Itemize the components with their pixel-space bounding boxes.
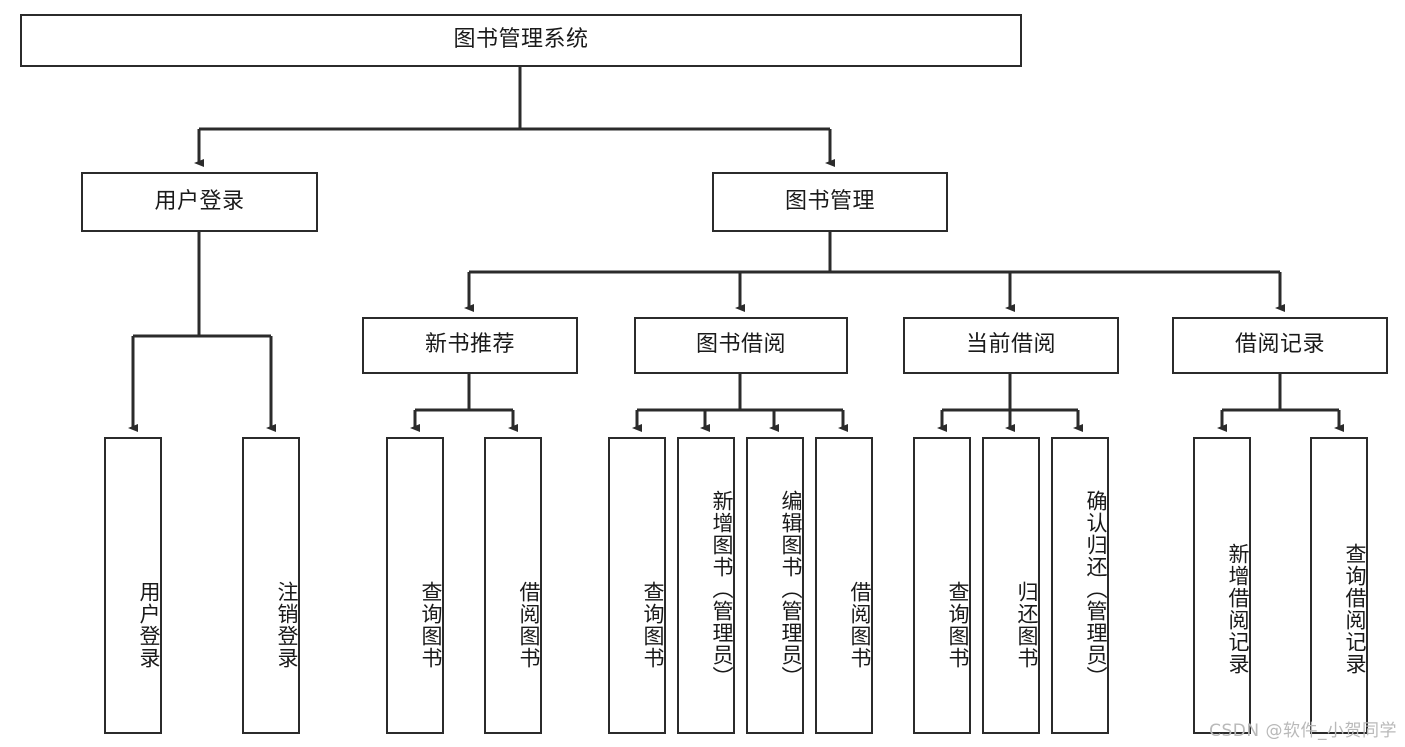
leaf-query-books-borrow[interactable]: 查询图书 — [608, 437, 666, 734]
leaf-add-borrow-record-label: 新增借阅记录 — [1226, 542, 1250, 675]
leaf-query-books-current[interactable]: 查询图书 — [913, 437, 971, 734]
node-root-label: 图书管理系统 — [453, 27, 589, 53]
leaf-query-books-borrow-label: 查询图书 — [641, 580, 665, 669]
leaf-logout[interactable]: 注销登录 — [242, 437, 300, 734]
leaf-query-borrow-record[interactable]: 查询借阅记录 — [1310, 437, 1368, 734]
leaf-add-borrow-record[interactable]: 新增借阅记录 — [1193, 437, 1251, 734]
node-book-borrow-label: 图书借阅 — [695, 332, 786, 358]
leaf-user-login[interactable]: 用户登录 — [104, 437, 162, 734]
leaf-edit-book-admin-label: 编辑图书（管理员） — [779, 489, 803, 688]
node-user-login[interactable]: 用户登录 — [81, 172, 318, 232]
leaf-borrow-books-borrow[interactable]: 借阅图书 — [815, 437, 873, 734]
watermark-text: CSDN @软件_小贺同学 — [1209, 721, 1397, 741]
node-user-login-label: 用户登录 — [154, 188, 245, 214]
leaf-edit-book-admin[interactable]: 编辑图书（管理员） — [746, 437, 804, 734]
leaf-borrow-books-recommend[interactable]: 借阅图书 — [484, 437, 542, 734]
leaf-confirm-return-admin-label: 确认归还（管理员） — [1084, 489, 1108, 688]
node-book-borrow[interactable]: 图书借阅 — [634, 317, 848, 374]
node-book-management[interactable]: 图书管理 — [712, 172, 948, 232]
node-new-book-recommend-label: 新书推荐 — [424, 332, 515, 358]
node-borrow-record-label: 借阅记录 — [1234, 332, 1325, 358]
leaf-user-login-label: 用户登录 — [137, 580, 161, 669]
leaf-return-books-label: 归还图书 — [1015, 580, 1039, 669]
node-current-borrow-label: 当前借阅 — [965, 332, 1056, 358]
node-book-management-label: 图书管理 — [784, 188, 875, 214]
leaf-add-book-admin[interactable]: 新增图书（管理员） — [677, 437, 735, 734]
leaf-borrow-books-borrow-label: 借阅图书 — [848, 580, 872, 669]
leaf-query-books-recommend[interactable]: 查询图书 — [386, 437, 444, 734]
node-current-borrow[interactable]: 当前借阅 — [903, 317, 1119, 374]
leaf-add-book-admin-label: 新增图书（管理员） — [710, 489, 734, 688]
leaf-return-books[interactable]: 归还图书 — [982, 437, 1040, 734]
node-root[interactable]: 图书管理系统 — [20, 14, 1022, 67]
leaf-query-books-current-label: 查询图书 — [946, 580, 970, 669]
leaf-confirm-return-admin[interactable]: 确认归还（管理员） — [1051, 437, 1109, 734]
leaf-borrow-books-recommend-label: 借阅图书 — [517, 580, 541, 669]
leaf-query-borrow-record-label: 查询借阅记录 — [1343, 542, 1367, 675]
node-borrow-record[interactable]: 借阅记录 — [1172, 317, 1388, 374]
leaf-query-books-recommend-label: 查询图书 — [419, 580, 443, 669]
node-new-book-recommend[interactable]: 新书推荐 — [362, 317, 578, 374]
leaf-logout-label: 注销登录 — [275, 580, 299, 669]
